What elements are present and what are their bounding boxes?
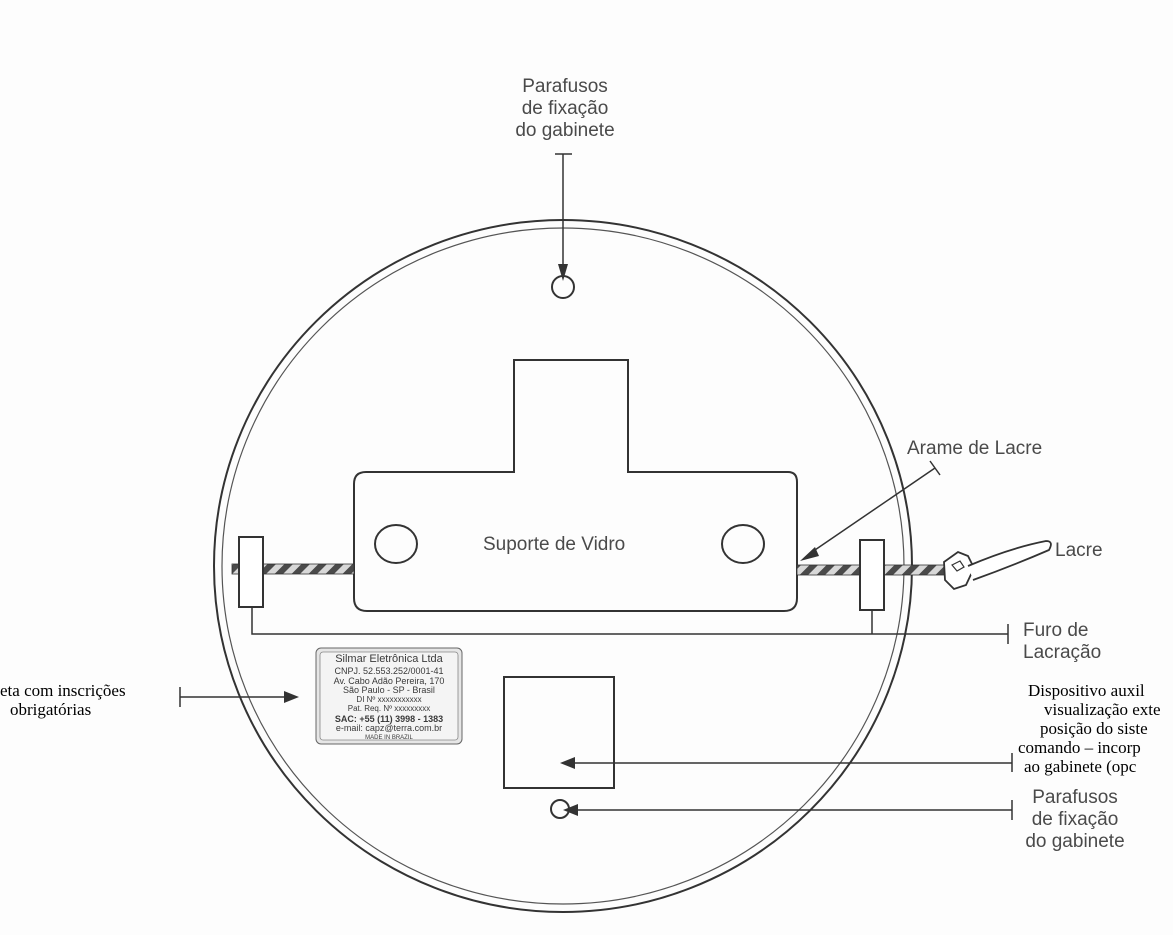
label-line: Lacração xyxy=(1023,642,1102,663)
nameplate-line: CNPJ. 52.553.252/0001-41 xyxy=(334,666,444,676)
label-line: do gabinete xyxy=(1025,831,1125,852)
label-line: de fixação xyxy=(1031,809,1119,830)
aux-device-label: Dispositivo auxil visualização exte posi… xyxy=(1018,681,1173,776)
label-line: Dispositivo auxil xyxy=(1028,681,1145,700)
seal-wire-left xyxy=(231,563,355,575)
glass-support-label: Suporte de Vidro xyxy=(483,534,626,555)
seal-wire-label: Arame de Lacre xyxy=(907,438,1043,459)
top-screw-arrowhead xyxy=(558,264,568,281)
seal-hole-label: Furo de Lacração xyxy=(1023,620,1101,664)
label-line: obrigatórias xyxy=(10,700,92,719)
label-line: de fixação xyxy=(521,98,609,119)
label-line: eta com inscrições xyxy=(0,681,126,700)
nameplate-line: SAC: +55 (11) 3998 - 1383 xyxy=(334,713,444,724)
label-line: posição do siste xyxy=(1040,719,1148,738)
seal-wire-arrowhead xyxy=(800,547,819,561)
seal-hole-line xyxy=(251,607,1008,635)
support-hole-left xyxy=(374,524,418,564)
bottom-screw-arrowhead xyxy=(563,804,578,816)
nameplate-line: Av. Cabo Adão Pereira, 170 xyxy=(333,675,445,686)
seal-wire-pointer xyxy=(811,467,936,553)
seal-post-left xyxy=(238,536,264,608)
glass-support xyxy=(353,359,798,612)
seal-icon xyxy=(943,540,1052,591)
nameplate-line: São Paulo - SP - Brasil xyxy=(343,685,435,695)
nameplate: Silmar Eletrônica Ltda CNPJ. 52.553.252/… xyxy=(319,653,459,741)
label-line: comando – incorp xyxy=(1018,738,1141,757)
aux-device-window xyxy=(503,676,615,789)
label-line: do gabinete xyxy=(515,120,615,141)
top-screws-label: Parafusos de fixação do gabinete xyxy=(500,76,630,142)
aux-device-arrowhead xyxy=(560,757,575,769)
label-line: Parafusos xyxy=(522,76,608,97)
nameplate-line: DI Nº xxxxxxxxxxx xyxy=(356,694,422,704)
seal-wire-pointer-cap xyxy=(929,460,941,476)
label-line: Furo de xyxy=(1023,620,1089,641)
bottom-screws-label: Parafusos de fixação do gabinete xyxy=(1010,787,1140,853)
label-plate-label: eta com inscrições obrigatórias xyxy=(0,681,126,719)
nameplate-line: Pat. Req. Nº xxxxxxxxx xyxy=(347,704,431,713)
label-line: visualização exte xyxy=(1044,700,1161,719)
nameplate-line: Silmar Eletrônica Ltda xyxy=(335,653,443,665)
seal-label: Lacre xyxy=(1055,540,1103,561)
label-line: Parafusos xyxy=(1032,787,1118,808)
nameplate-inner xyxy=(319,651,459,741)
label-plate-arrowhead xyxy=(284,691,299,703)
support-hole-right xyxy=(721,524,765,564)
nameplate-line: MADE IN BRAZIL xyxy=(365,734,413,741)
label-line: ao gabinete (opc xyxy=(1024,757,1137,776)
nameplate-line: e-mail: capz@terra.com.br xyxy=(335,723,443,733)
seal-post-right xyxy=(859,539,885,611)
